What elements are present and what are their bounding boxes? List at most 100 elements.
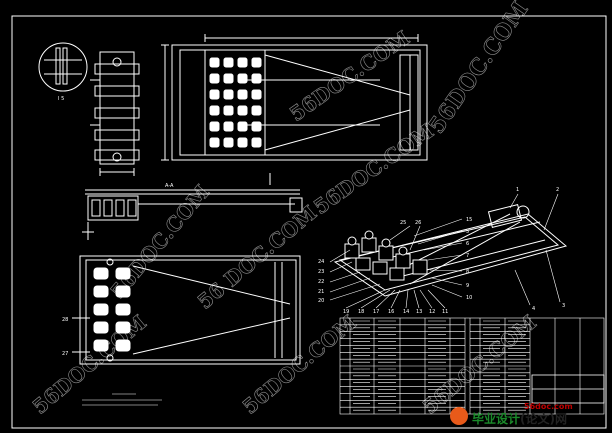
watermark-group: 56DOC.COM 56DOC.COM 56DOC.COM 56DOC.COM … xyxy=(27,0,541,419)
plan-view-cell xyxy=(93,267,109,280)
iso-callout-label: 14 xyxy=(403,309,409,315)
top-view-cell xyxy=(223,89,234,100)
section-label: A-A xyxy=(165,183,174,189)
iso-leader-line xyxy=(431,284,463,298)
side-view xyxy=(90,51,140,176)
isometric-machine xyxy=(344,230,428,281)
top-view xyxy=(161,34,428,161)
plan-view-cells xyxy=(93,267,131,352)
plan-callout-27: 27 xyxy=(62,351,68,357)
plan-view-cell xyxy=(115,339,131,352)
plan-view-cell xyxy=(93,339,109,352)
iso-leader-line xyxy=(329,277,371,293)
iso-leader-line xyxy=(543,193,559,231)
iso-callout-label: 9 xyxy=(466,283,469,289)
plan-view-cell xyxy=(115,321,131,334)
iso-callout-label: 25 xyxy=(400,220,406,226)
iso-leader-line xyxy=(405,289,409,309)
iso-callout-label: 15 xyxy=(466,217,472,223)
watermark-4: 56DOC.COM xyxy=(105,180,214,303)
top-view-cell xyxy=(251,73,262,84)
top-view-cell xyxy=(237,105,248,116)
iso-callout-label: 23 xyxy=(318,269,324,275)
iso-callout-label: 7 xyxy=(466,253,469,259)
plan-view: 27 28 xyxy=(62,255,301,365)
notes-block xyxy=(82,393,162,406)
iso-leader-line xyxy=(509,193,519,209)
iso-callout-label: 26 xyxy=(415,220,421,226)
iso-leader-line xyxy=(514,269,531,306)
plan-view-cell xyxy=(115,285,131,298)
plan-callout-28: 28 xyxy=(62,317,68,323)
drawing-border xyxy=(11,15,607,429)
iso-leader-line xyxy=(413,289,420,309)
iso-leader-line xyxy=(545,249,561,303)
top-view-cell xyxy=(223,105,234,116)
top-view-cell xyxy=(209,57,220,68)
top-view-cell xyxy=(237,137,248,148)
iso-leader-line xyxy=(329,271,361,283)
iso-leader-line xyxy=(389,225,411,241)
iso-callout-label: 20 xyxy=(318,298,324,304)
iso-callout-label: 24 xyxy=(318,259,324,265)
site-badge-name: 毕业设计(论文)网 xyxy=(472,410,567,427)
plan-view-cell xyxy=(115,303,131,316)
watermark-5: 56 DOC.COM xyxy=(193,201,321,314)
section-view: A-A xyxy=(82,173,303,240)
watermark-3: 56DOC.COM xyxy=(309,119,438,219)
iso-leader-line xyxy=(409,225,421,251)
iso-callout-label: 16 xyxy=(388,309,394,315)
iso-leader-line xyxy=(345,289,386,309)
iso-leader-line xyxy=(427,289,446,309)
iso-callout-label: 18 xyxy=(358,309,364,315)
iso-leader-line xyxy=(429,269,463,272)
top-view-cell xyxy=(209,121,220,132)
top-view-cell xyxy=(251,137,262,148)
top-view-cell xyxy=(237,57,248,68)
iso-callout-label: 13 xyxy=(416,309,422,315)
plan-view-cell xyxy=(93,285,109,298)
watermark-2: 56DOC.COM xyxy=(424,0,534,138)
parts-list-table xyxy=(339,317,605,415)
iso-leader-line xyxy=(329,249,351,263)
top-view-cell xyxy=(237,89,248,100)
top-view-cell xyxy=(251,121,262,132)
top-view-cells xyxy=(209,57,262,148)
iso-callout-label: 12 xyxy=(429,309,435,315)
detail-label: I 5 xyxy=(58,96,64,102)
site-badge[interactable]: 56doc.com 毕业设计(论文)网 xyxy=(450,402,608,429)
plan-view-cell xyxy=(115,267,131,280)
top-view-cell xyxy=(209,137,220,148)
top-view-cell xyxy=(251,89,262,100)
iso-callout-label: 21 xyxy=(318,289,324,295)
detail-view: I 5 xyxy=(38,42,88,102)
iso-leader-line xyxy=(375,289,396,309)
iso-leader-line xyxy=(329,283,381,301)
iso-leader-line xyxy=(329,261,353,273)
iso-callout-label: 8 xyxy=(466,269,469,275)
site-badge-name-part1: 毕业设计 xyxy=(472,412,521,426)
top-view-cell xyxy=(209,73,220,84)
top-view-cell xyxy=(251,57,262,68)
site-logo-icon xyxy=(450,407,468,425)
plan-view-cell xyxy=(93,321,109,334)
iso-callout-label: 17 xyxy=(373,309,379,315)
top-view-cell xyxy=(223,57,234,68)
site-badge-url: 56doc.com xyxy=(524,402,573,411)
title-block xyxy=(531,374,605,404)
site-badge-name-part2: (论文)网 xyxy=(520,412,567,426)
iso-callout-label: 10 xyxy=(466,295,472,301)
top-view-cell xyxy=(209,105,220,116)
iso-leader-line xyxy=(417,230,463,245)
watermark-1: 56DOC.COM xyxy=(285,26,414,126)
iso-callout-label: 3 xyxy=(562,303,565,309)
iso-callout-label: 6 xyxy=(466,241,469,247)
top-view-cell xyxy=(237,121,248,132)
iso-leader-line xyxy=(423,242,463,251)
iso-leader-lines xyxy=(329,193,561,309)
iso-leader-line xyxy=(360,289,391,309)
iso-leader-line xyxy=(431,277,463,286)
iso-callout-label: 11 xyxy=(442,309,448,315)
